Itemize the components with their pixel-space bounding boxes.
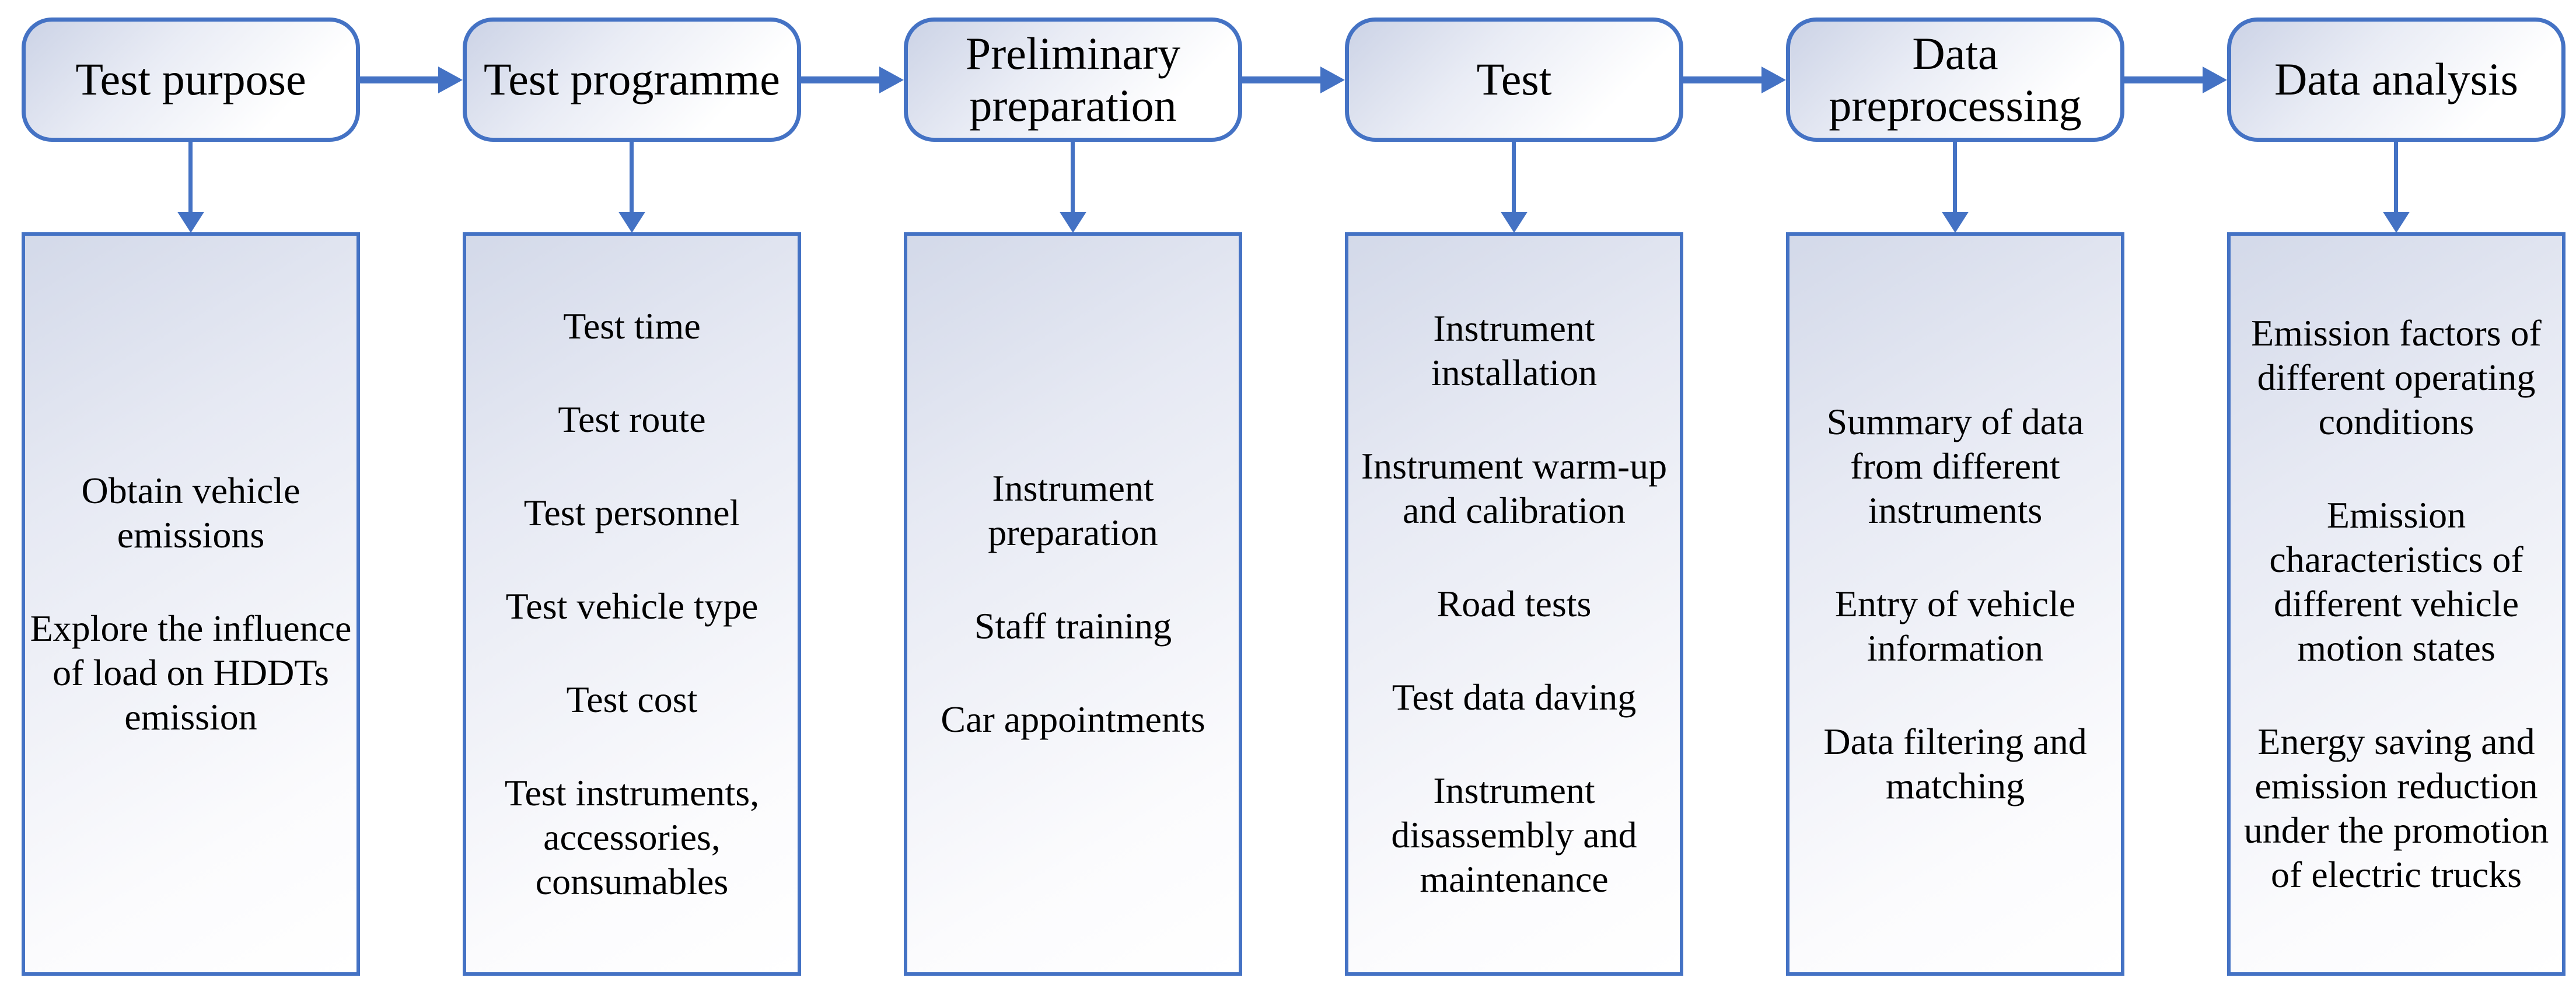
down-arrow <box>2227 142 2565 233</box>
stage-box: Data preprocessing <box>1786 18 2124 142</box>
stage-box: Data analysis <box>2227 18 2565 142</box>
flow-arrow-right <box>801 67 904 93</box>
detail-item: Car appointments <box>941 699 1205 740</box>
detail-item: Test route <box>558 399 706 440</box>
down-arrow <box>1345 142 1683 233</box>
down-arrow-head-icon <box>618 212 645 233</box>
stage-label: Preliminary preparation <box>965 28 1181 131</box>
detail-item: Test instruments, accessories, consumabl… <box>504 772 760 902</box>
stage-box: Preliminary preparation <box>904 18 1242 142</box>
stage-label: Data preprocessing <box>1829 28 2082 131</box>
down-arrow-head-icon <box>1501 212 1528 233</box>
detail-item: Emission factors of different operating … <box>2251 312 2542 442</box>
down-arrow <box>22 142 360 233</box>
detail-item: Instrument preparation <box>988 467 1158 553</box>
flow-column: Data analysis Emission factors of differ… <box>2227 0 2565 988</box>
down-arrow-line <box>630 142 634 212</box>
detail-item: Test cost <box>566 679 698 720</box>
stage-label: Data analysis <box>2274 54 2519 105</box>
stage-label: Test programme <box>484 54 780 105</box>
flow-arrow-head-icon <box>1320 67 1345 93</box>
stage-label: Test <box>1476 54 1552 105</box>
detail-item: Instrument disassembly and maintenance <box>1391 770 1637 900</box>
stage-detail-box: Emission factors of different operating … <box>2227 232 2565 976</box>
flow-arrow-head-icon <box>2203 67 2227 93</box>
down-arrow-line <box>188 142 193 212</box>
down-arrow-line <box>1071 142 1075 212</box>
flow-arrow-head-icon <box>879 67 904 93</box>
flow-arrow-line <box>2124 76 2203 83</box>
stage-detail-box: Summary of data from different instrumen… <box>1786 232 2124 976</box>
down-arrow-head-icon <box>1060 212 1086 233</box>
flow-arrow-right <box>1242 67 1345 93</box>
down-arrow <box>1786 142 2124 233</box>
detail-item: Test time <box>563 305 701 347</box>
detail-item: Explore the influence of load on HDDTs e… <box>30 608 352 738</box>
down-arrow-head-icon <box>2383 212 2410 233</box>
down-arrow <box>904 142 1242 233</box>
flow-arrow-right <box>1683 67 1786 93</box>
detail-item: Test personnel <box>523 492 740 533</box>
flow-arrow-right <box>2124 67 2227 93</box>
detail-item: Summary of data from different instrumen… <box>1826 401 2084 531</box>
stage-label: Test purpose <box>75 54 306 105</box>
stage-box: Test programme <box>463 18 801 142</box>
down-arrow-line <box>2394 142 2398 212</box>
down-arrow-line <box>1512 142 1516 212</box>
detail-item: Data filtering and matching <box>1823 721 2087 807</box>
flow-arrow-line <box>1242 76 1320 83</box>
detail-item: Obtain vehicle emissions <box>81 470 300 556</box>
stage-box: Test <box>1345 18 1683 142</box>
detail-item: Test data daving <box>1392 676 1637 718</box>
down-arrow-head-icon <box>1942 212 1969 233</box>
detail-item: Road tests <box>1436 583 1592 624</box>
down-arrow <box>463 142 801 233</box>
flow-arrow-head-icon <box>1761 67 1786 93</box>
detail-item: Emission characteristics of different ve… <box>2269 494 2523 669</box>
down-arrow-head-icon <box>177 212 204 233</box>
flow-arrow-right <box>360 67 463 93</box>
flow-arrow-head-icon <box>438 67 463 93</box>
flow-column: Preliminary preparation Instrument prepa… <box>904 0 1242 988</box>
detail-item: Energy saving and emission reduction und… <box>2243 721 2549 895</box>
detail-item: Staff training <box>974 605 1172 647</box>
detail-item: Instrument installation <box>1431 308 1598 393</box>
flow-column: Data preprocessing Summary of data from … <box>1786 0 2124 988</box>
detail-item: Test vehicle type <box>505 585 759 627</box>
flow-arrow-line <box>1683 76 1761 83</box>
down-arrow-line <box>1953 142 1957 212</box>
flow-arrow-line <box>360 76 438 83</box>
detail-item: Entry of vehicle information <box>1834 583 2076 669</box>
stage-box: Test purpose <box>22 18 360 142</box>
flow-arrow-line <box>801 76 879 83</box>
detail-item: Instrument warm-up and calibration <box>1361 445 1668 531</box>
